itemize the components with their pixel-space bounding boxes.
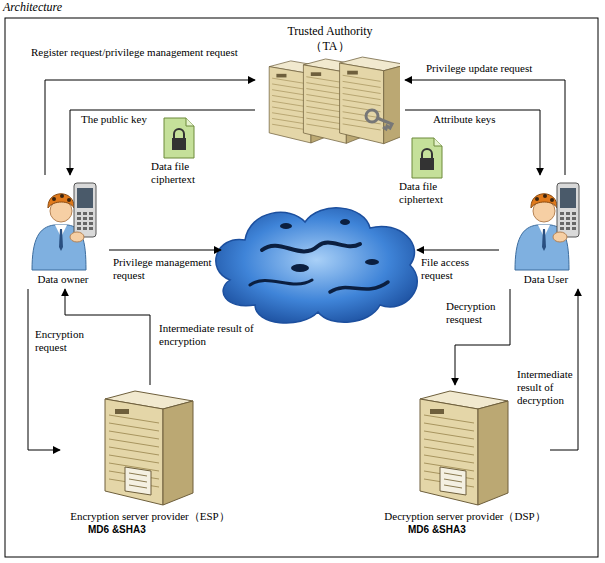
cipher-file-left — [164, 118, 194, 158]
cipher-file-right — [412, 138, 442, 178]
ta-server-icon — [260, 54, 400, 146]
edge-label: The public key — [80, 113, 148, 126]
annotation-label: Data file ciphertext — [150, 160, 214, 186]
annotation-label: Data file ciphertext — [398, 180, 462, 206]
edge-label: Decryption resquest — [445, 300, 509, 326]
actor-node: Trusted Authority （TA） — [255, 22, 405, 149]
edge-label: Intermediate result of decryption — [516, 368, 576, 407]
node-label: Data User — [500, 272, 592, 286]
actor-node: Data owner — [18, 175, 108, 289]
edge-label: Attribute keys — [432, 113, 497, 126]
annotation-label: Privilege management request — [112, 256, 214, 282]
arrow-connector — [28, 289, 60, 450]
annotation-label: File access request — [420, 256, 500, 282]
owner-to-cloud-line — [109, 250, 221, 251]
edge-label: Register request/privilege management re… — [30, 46, 239, 59]
person-icon — [26, 177, 101, 272]
node-label: Encryption server provider（ESP） — [60, 509, 240, 523]
edge-label: Encryption request — [34, 328, 94, 354]
node-sublabel: MD6 &SHA3 — [380, 523, 550, 537]
frame-border — [5, 18, 598, 557]
server-icon — [410, 387, 520, 509]
edge-label: Intermediate result of encryption — [158, 322, 272, 348]
figure-heading: Architecture — [2, 0, 63, 15]
user-to-cloud-line — [417, 250, 499, 251]
node-label: Data owner — [18, 272, 108, 286]
arrow-connector — [405, 80, 565, 175]
arrow-connector — [405, 110, 540, 175]
actor-node: Decryption server provider（DSP）MD6 &SHA3 — [380, 385, 550, 540]
node-label: Trusted Authority （TA） — [267, 24, 393, 54]
cloud — [216, 208, 417, 323]
actor-node: Data User — [500, 175, 592, 289]
node-label: Decryption server provider（DSP） — [380, 509, 550, 523]
node-sublabel: MD6 &SHA3 — [60, 523, 240, 537]
server-icon — [95, 387, 205, 509]
edge-label: Privilege update request — [425, 62, 533, 75]
person-icon — [509, 177, 584, 272]
actor-node: Encryption server provider（ESP）MD6 &SHA3 — [60, 385, 240, 540]
